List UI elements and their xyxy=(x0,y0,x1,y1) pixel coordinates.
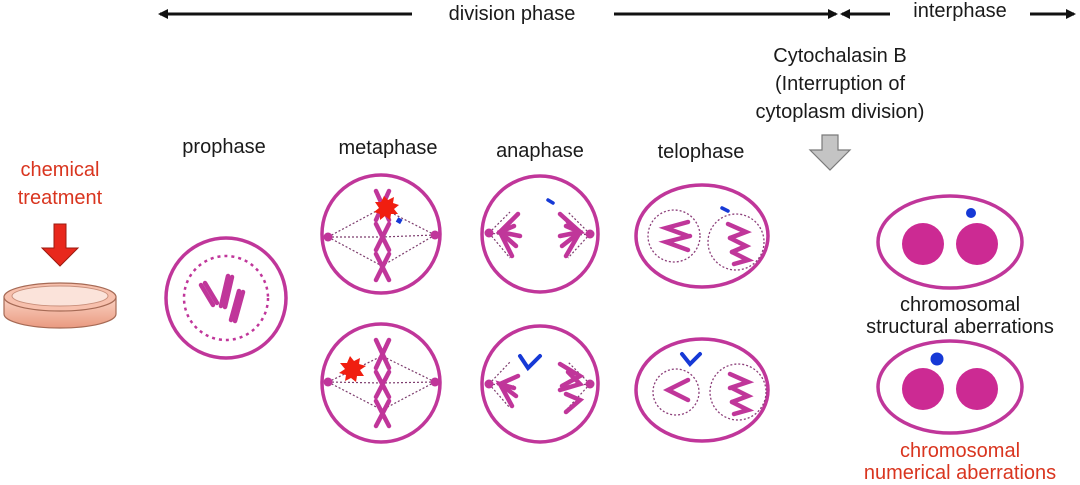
stage-label-metaphase: metaphase xyxy=(338,137,438,159)
nucleus xyxy=(902,368,944,410)
nucleus xyxy=(956,368,998,410)
chromosome xyxy=(228,288,246,324)
chromosome-group-left xyxy=(495,373,521,409)
gray-down-arrow-icon xyxy=(808,134,852,171)
petri-dish-icon xyxy=(3,282,117,329)
interphase-label: interphase xyxy=(913,0,1007,22)
cytochalasin-line3: cytoplasm division) xyxy=(755,101,925,123)
damage-starburst-icon xyxy=(374,196,399,220)
chromosome xyxy=(373,398,392,429)
chromosome-fragment xyxy=(546,198,555,205)
stage-label-prophase: prophase xyxy=(182,136,266,158)
chromosome-group-left xyxy=(658,219,693,253)
chromosome xyxy=(218,273,235,310)
chromosome xyxy=(373,251,392,283)
structural-aberrations-line2: structural aberrations xyxy=(866,316,1054,338)
red-down-arrow-icon xyxy=(40,223,80,267)
lagging-chromosome xyxy=(518,354,542,372)
chromosome-group-left xyxy=(662,377,691,403)
damage-starburst-icon xyxy=(339,356,366,382)
chemical-treatment-line2: treatment xyxy=(17,187,103,209)
chromosome-group-right xyxy=(725,221,755,267)
telophase-cell-bottom xyxy=(634,337,770,443)
structural-aberrations-line1: chromosomal xyxy=(899,294,1021,316)
cytochalasin-title: Cytochalasin B xyxy=(773,45,907,67)
chromosome xyxy=(373,337,392,371)
telophase-cell-top xyxy=(634,183,770,289)
metaphase-cell-bottom xyxy=(320,322,442,444)
nucleus xyxy=(902,223,944,265)
chromosome-group-left xyxy=(495,211,523,259)
chromosome-group-right xyxy=(557,211,586,259)
binucleated-cell-structural xyxy=(876,194,1024,290)
micronucleus xyxy=(966,208,976,218)
numerical-aberrations-line2: numerical aberrations xyxy=(863,462,1057,484)
anaphase-cell-top xyxy=(480,174,600,294)
stage-label-telophase: telophase xyxy=(657,141,745,163)
binucleated-cell-numerical xyxy=(876,339,1024,435)
lagging-chromosome xyxy=(680,352,702,367)
nucleus xyxy=(956,223,998,265)
cytochalasin-line2: (Interruption of xyxy=(774,73,906,95)
chromosome xyxy=(198,280,220,308)
chromosome xyxy=(373,221,392,253)
chromosome-group-right xyxy=(727,371,755,417)
numerical-aberrations-line1: chromosomal xyxy=(899,440,1021,462)
chromosome-group-right xyxy=(557,361,585,415)
micronucleus xyxy=(930,352,944,366)
chromosome xyxy=(373,369,392,400)
division-phase-label: division phase xyxy=(448,3,576,25)
prophase-cell xyxy=(164,236,288,360)
chemical-treatment-line1: chemical xyxy=(20,159,100,181)
stage-label-anaphase: anaphase xyxy=(496,140,584,162)
metaphase-cell-top xyxy=(320,173,442,295)
chromosome-fragment xyxy=(395,217,403,225)
anaphase-cell-bottom xyxy=(480,324,600,444)
chromosome-fragment xyxy=(720,206,730,213)
